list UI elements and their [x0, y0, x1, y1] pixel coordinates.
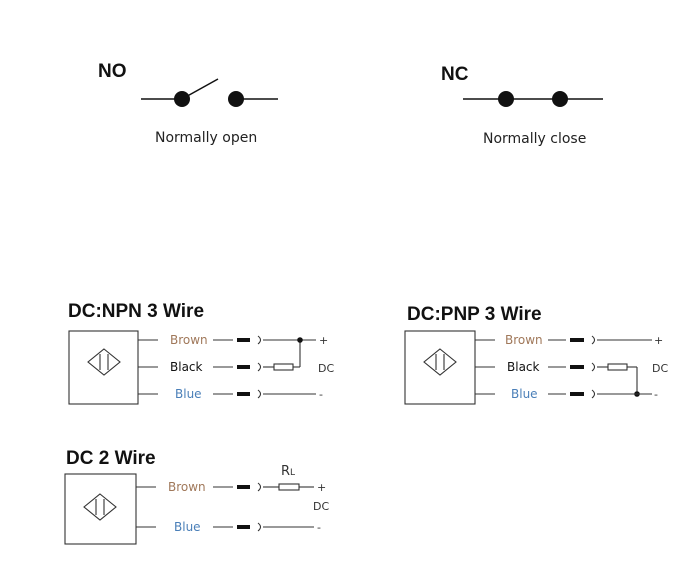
pnp-sensor-body [404, 330, 476, 405]
two-wire-sensor-symbol-icon [83, 493, 117, 521]
pnp-3-wire-diagram: DC:PNP 3 Wire Brown Black Blue + - DC [404, 304, 668, 405]
npn-plus: + [319, 334, 328, 347]
normally-open-switch: NO Normally open [98, 61, 278, 146]
npn-title: DC:NPN 3 Wire [68, 301, 204, 322]
npn-sensor-symbol-icon [87, 348, 121, 376]
nc-contact-left [498, 91, 514, 107]
npn-wire-blue: Blue [175, 387, 202, 401]
two-wire-load-label: RL [281, 464, 295, 479]
two-wire-wire-brown: Brown [168, 480, 206, 494]
pnp-load-resistor [607, 363, 628, 371]
npn-minus: - [319, 388, 323, 401]
npn-3-wire-diagram: DC:NPN 3 Wire Brown Black Blue + - [68, 301, 334, 405]
two-wire-supply-label: DC [313, 500, 329, 513]
nc-caption: Normally close [483, 131, 586, 147]
npn-sensor-body [68, 330, 139, 405]
no-contact-right [228, 91, 244, 107]
normally-close-switch: NC Normally close [441, 64, 603, 147]
two-wire-minus: - [317, 521, 321, 534]
two-wire-load-resistor [278, 483, 300, 491]
no-title: NO [98, 61, 127, 82]
pnp-supply-label: DC [652, 362, 668, 375]
pnp-title: DC:PNP 3 Wire [407, 304, 542, 325]
pnp-sensor-symbol-icon [423, 348, 457, 376]
dc-2-wire-diagram: DC 2 Wire Brown Blue RL + - DC [64, 448, 329, 545]
pnp-wire-brown: Brown [505, 333, 543, 347]
pnp-wire-blue: Blue [511, 387, 538, 401]
npn-supply-label: DC [318, 362, 334, 375]
two-wire-title: DC 2 Wire [66, 448, 156, 469]
npn-load-resistor [273, 363, 294, 371]
npn-junction [297, 337, 303, 343]
pnp-plus: + [654, 334, 663, 347]
nc-title: NC [441, 64, 469, 85]
npn-wire-brown: Brown [170, 333, 208, 347]
two-wire-plus: + [317, 481, 326, 494]
pnp-wire-black: Black [507, 360, 540, 374]
no-contact-left [174, 91, 190, 107]
pnp-minus: - [654, 388, 658, 401]
npn-wire-black: Black [170, 360, 203, 374]
nc-contact-right [552, 91, 568, 107]
no-caption: Normally open [155, 130, 257, 146]
two-wire-wire-blue: Blue [174, 520, 201, 534]
two-wire-sensor-body [64, 473, 137, 545]
